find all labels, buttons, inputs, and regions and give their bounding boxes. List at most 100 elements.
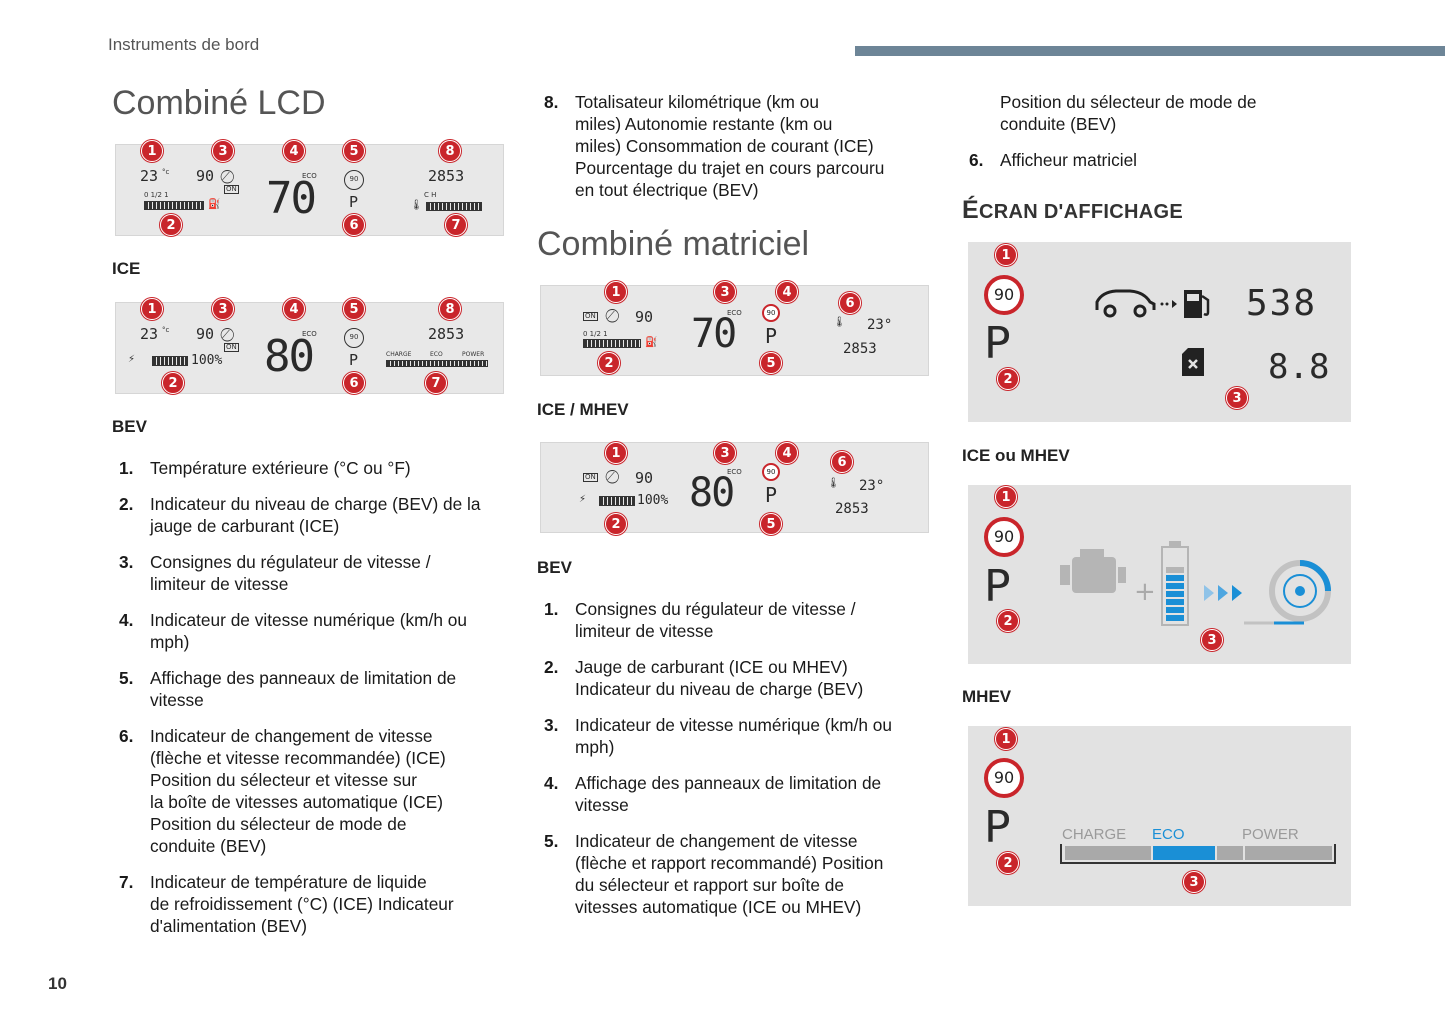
- callout-1: 1: [995, 486, 1017, 508]
- matrix-ice-fuel-scale: 0 1/2 1: [583, 330, 608, 338]
- callout-3: 3: [714, 281, 736, 303]
- callout-1: 1: [141, 140, 163, 162]
- matrix-bev-cruise-on: ON: [583, 473, 598, 482]
- lcd-bev-eco: ECO: [302, 330, 317, 338]
- caption-ice-mhev: ICE ou MHEV: [962, 446, 1070, 465]
- matrix-bev-eco: ECO: [727, 468, 742, 476]
- lcd-bev-odometer: 2853: [428, 325, 465, 343]
- lcd-ice-temp-scale: C H: [424, 191, 437, 199]
- plus-icon: +: [1134, 577, 1156, 607]
- list-item: 4.Affichage des panneaux de limitation d…: [544, 773, 882, 815]
- flow-arrows-icon: [1204, 585, 1242, 601]
- list-item: 3.Indicateur de vitesse numérique (km/h …: [544, 715, 892, 757]
- callout-2: 2: [162, 372, 184, 394]
- gauge-segment-charge: [1065, 846, 1151, 860]
- callout-4: 4: [776, 442, 798, 464]
- callout-3: 3: [1226, 387, 1248, 409]
- lcd-legend-list: 1.Température extérieure (°C ou °F) 2.In…: [112, 457, 512, 951]
- screen-power-gauge: 90 P CHARGE ECO POWER: [968, 726, 1351, 906]
- power-label-power: POWER: [462, 351, 485, 358]
- gauge-segment-power: [1245, 846, 1332, 860]
- caption-ice-mhev: ICE / MHEV: [537, 400, 629, 419]
- screen3-speed-sign: 90: [984, 758, 1024, 798]
- caption-mhev: MHEV: [962, 687, 1012, 706]
- matrix-ice-gear: P: [765, 324, 778, 348]
- lcd-cluster-title: Combiné LCD: [112, 84, 326, 122]
- thermometer-icon: 🌡: [833, 317, 846, 328]
- callout-6: 6: [839, 292, 861, 314]
- callout-1: 1: [605, 281, 627, 303]
- charge-gauge: [152, 356, 188, 366]
- matrix-bev-temp: 23°: [859, 478, 885, 494]
- thermometer-icon: 🌡: [827, 478, 840, 489]
- caption-ice: ICE: [112, 259, 141, 278]
- callout-6: 6: [343, 214, 365, 236]
- callout-4: 4: [283, 298, 305, 320]
- list-item: 2.Jauge de carburant (ICE ou MHEV) Indic…: [544, 657, 864, 699]
- wheel-icon: [1244, 560, 1331, 625]
- list-item: 1.Température extérieure (°C ou °F): [119, 458, 411, 478]
- power-label-charge: CHARGE: [386, 351, 412, 358]
- callout-2: 2: [598, 352, 620, 374]
- list-item: 1.Consignes du régulateur de vitesse / l…: [544, 599, 856, 641]
- lcd-bev-charge-pct: 100%: [191, 353, 223, 368]
- power-gauge: [386, 360, 488, 367]
- matrix-bev-charge-pct: 100%: [637, 493, 669, 508]
- lcd-ice-gear: P: [349, 193, 359, 211]
- screen1-range: 538: [1246, 283, 1318, 324]
- callout-6: 6: [343, 372, 365, 394]
- callout-2: 2: [997, 852, 1019, 874]
- screen2-gear: P: [984, 561, 1011, 612]
- matrix-ice-temp: 23°: [867, 317, 893, 333]
- caption-bev: BEV: [112, 417, 147, 436]
- charge-gauge: [599, 496, 635, 506]
- callout-2: 2: [997, 610, 1019, 632]
- list-item: 4.Indicateur de vitesse numérique (km/h …: [119, 610, 467, 652]
- screen3-gear: P: [984, 802, 1011, 853]
- matrix-bev-speed: 80: [689, 470, 735, 516]
- speedometer-icon: ⟋⃝: [607, 309, 615, 322]
- lcd-ice-cruise-speed: 90: [196, 167, 215, 185]
- callout-1: 1: [141, 298, 163, 320]
- fuel-can-icon: [1182, 348, 1204, 376]
- matrix-bev-cruise-speed: 90: [635, 469, 654, 487]
- matrix-legend-list-continued: 6.Afficheur matriciel: [962, 149, 1362, 185]
- callout-5: 5: [760, 352, 782, 374]
- list-item: 5.Indicateur de changement de vitesse (f…: [544, 831, 884, 917]
- screen-ice-mhev: 90 P 538 8.8: [968, 242, 1351, 422]
- lcd-ice-cruise-on: ON: [224, 185, 239, 194]
- matrix-cluster-title: Combiné matriciel: [537, 225, 810, 263]
- lcd-ice-speed: 70: [266, 173, 317, 224]
- speedometer-icon: ⟋⃝: [222, 328, 230, 341]
- callout-4: 4: [776, 281, 798, 303]
- matrix-bev-gear: P: [765, 483, 778, 507]
- matrix-bev-odometer: 2853: [835, 501, 869, 517]
- speedometer-icon: ⟋⃝: [607, 470, 615, 483]
- screen2-speed-sign: 90: [984, 517, 1024, 557]
- temp-unit-icon: °c: [162, 326, 170, 334]
- charging-plug-icon: ⚡: [128, 354, 136, 365]
- fuel-gauge: [144, 201, 204, 210]
- screen1-consumption: 8.8: [1268, 347, 1330, 387]
- power-gauge-frame: [1060, 844, 1336, 864]
- speedometer-icon: ⟋⃝: [222, 170, 230, 183]
- callout-3: 3: [212, 140, 234, 162]
- section-title: Instruments de bord: [108, 35, 260, 54]
- callout-3: 3: [1183, 871, 1205, 893]
- gauge-segment-mid: [1217, 846, 1243, 860]
- screen1-gear: P: [984, 318, 1011, 369]
- matrix-ice-cruise-on: ON: [583, 312, 598, 321]
- matrix-ice-eco: ECO: [727, 309, 742, 317]
- lcd-ice-speed-sign: 90: [344, 170, 364, 190]
- list-item: 2.Indicateur du niveau de charge (BEV) d…: [119, 494, 481, 536]
- callout-1: 1: [995, 244, 1017, 266]
- caption-bev: BEV: [537, 558, 572, 577]
- gauge-label-power: POWER: [1242, 826, 1299, 843]
- gauge-segment-eco: [1153, 846, 1215, 860]
- lcd-legend-list-continued: 8.Totalisateur kilométrique (km ou miles…: [537, 91, 927, 215]
- fuel-gauge: [583, 339, 641, 348]
- callout-4: 4: [283, 140, 305, 162]
- callout-8: 8: [439, 140, 461, 162]
- callout-1: 1: [995, 728, 1017, 750]
- list-item: 3.Consignes du régulateur de vitesse / l…: [119, 552, 431, 594]
